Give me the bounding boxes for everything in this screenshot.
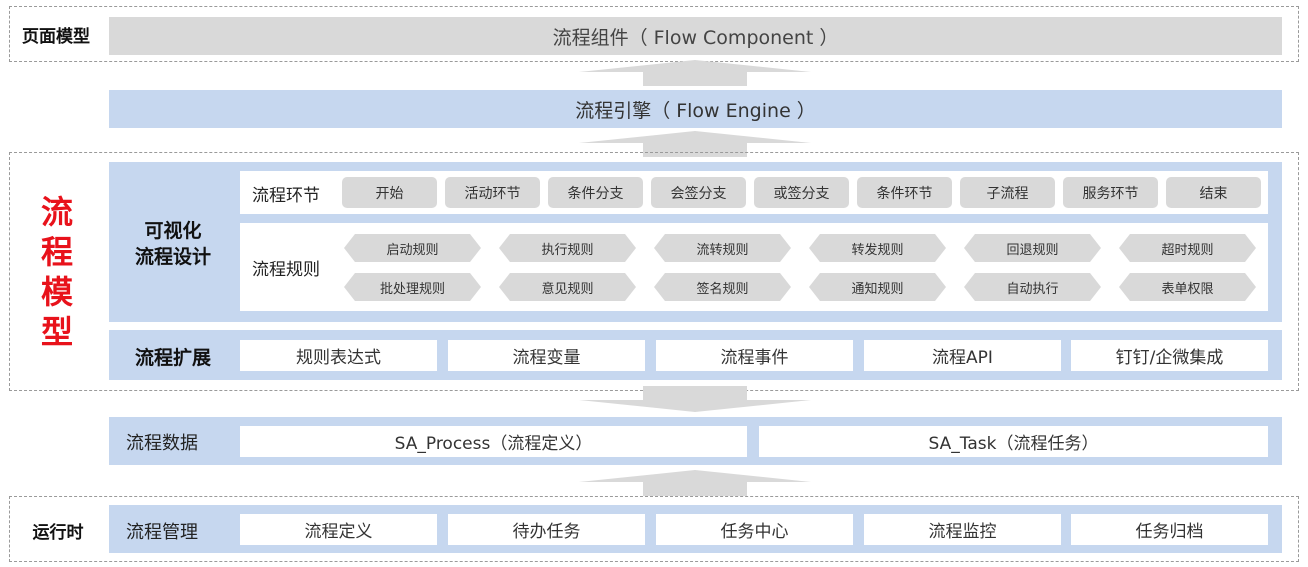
up-arrow-icon bbox=[579, 131, 811, 157]
flow-data-label: 流程数据 bbox=[126, 433, 198, 454]
data-table-cell: SA_Task（流程任务） bbox=[759, 426, 1268, 457]
extension-cell: 流程API bbox=[864, 340, 1061, 371]
rule-hexagon: 启动规则 bbox=[344, 234, 481, 262]
management-cell: 流程监控 bbox=[864, 514, 1061, 545]
up-arrow-icon bbox=[579, 386, 811, 412]
node-pill: 条件环节 bbox=[857, 177, 952, 208]
flow-model-char: 模 bbox=[40, 273, 73, 311]
flow-model-char: 型 bbox=[40, 313, 73, 351]
flow-model-char: 流 bbox=[40, 193, 73, 231]
node-pill: 条件分支 bbox=[548, 177, 643, 208]
rule-hexagon: 批处理规则 bbox=[344, 273, 481, 301]
flow-extension-label: 流程扩展 bbox=[134, 346, 211, 369]
extension-cell: 钉钉/企微集成 bbox=[1071, 340, 1268, 371]
runtime-section bbox=[9, 496, 1299, 562]
rule-hexagon: 意见规则 bbox=[499, 273, 636, 301]
extension-cell: 规则表达式 bbox=[240, 340, 437, 371]
flow-nodes-label: 流程环节 bbox=[252, 185, 320, 206]
node-pill: 开始 bbox=[342, 177, 437, 208]
management-cell: 流程定义 bbox=[240, 514, 437, 545]
rule-hexagon: 流转规则 bbox=[654, 234, 791, 262]
flow-model-char: 程 bbox=[40, 233, 73, 271]
rule-hexagon: 超时规则 bbox=[1119, 234, 1256, 262]
rule-hexagon: 执行规则 bbox=[499, 234, 636, 262]
visual-design-label: 可视化 流程设计 bbox=[114, 218, 232, 270]
data-table-cell: SA_Process（流程定义） bbox=[240, 426, 747, 457]
rule-hexagon: 通知规则 bbox=[809, 273, 946, 301]
node-pill: 子流程 bbox=[960, 177, 1055, 208]
page-model-section bbox=[9, 6, 1299, 62]
rule-hexagon: 转发规则 bbox=[809, 234, 946, 262]
flow-model-label: 流 程 模 型 bbox=[37, 192, 77, 352]
node-pill: 活动环节 bbox=[445, 177, 540, 208]
management-cell: 待办任务 bbox=[448, 514, 645, 545]
node-pill: 或签分支 bbox=[754, 177, 849, 208]
node-pill: 服务环节 bbox=[1063, 177, 1158, 208]
extension-cell: 流程事件 bbox=[656, 340, 853, 371]
rule-hexagon: 签名规则 bbox=[654, 273, 791, 301]
rule-hexagon: 回退规则 bbox=[964, 234, 1101, 262]
rule-hexagon: 自动执行 bbox=[964, 273, 1101, 301]
up-arrow-icon bbox=[579, 60, 811, 86]
flow-component-bar: 流程组件（ Flow Component ） bbox=[109, 17, 1282, 55]
visual-design-label-line1: 可视化 bbox=[144, 220, 202, 242]
flow-engine-bar: 流程引擎（ Flow Engine ） bbox=[109, 90, 1282, 128]
node-pill: 会签分支 bbox=[651, 177, 746, 208]
rule-hexagon: 表单权限 bbox=[1119, 273, 1256, 301]
up-arrow-icon bbox=[579, 470, 811, 496]
extension-cell: 流程变量 bbox=[448, 340, 645, 371]
page-model-label: 页面模型 bbox=[22, 26, 90, 47]
flow-rules-label: 流程规则 bbox=[252, 259, 320, 280]
runtime-label: 运行时 bbox=[32, 522, 84, 543]
management-cell: 任务归档 bbox=[1071, 514, 1268, 545]
flow-management-label: 流程管理 bbox=[126, 522, 198, 543]
management-cell: 任务中心 bbox=[656, 514, 853, 545]
visual-design-label-line2: 流程设计 bbox=[134, 246, 211, 268]
node-pill: 结束 bbox=[1166, 177, 1261, 208]
